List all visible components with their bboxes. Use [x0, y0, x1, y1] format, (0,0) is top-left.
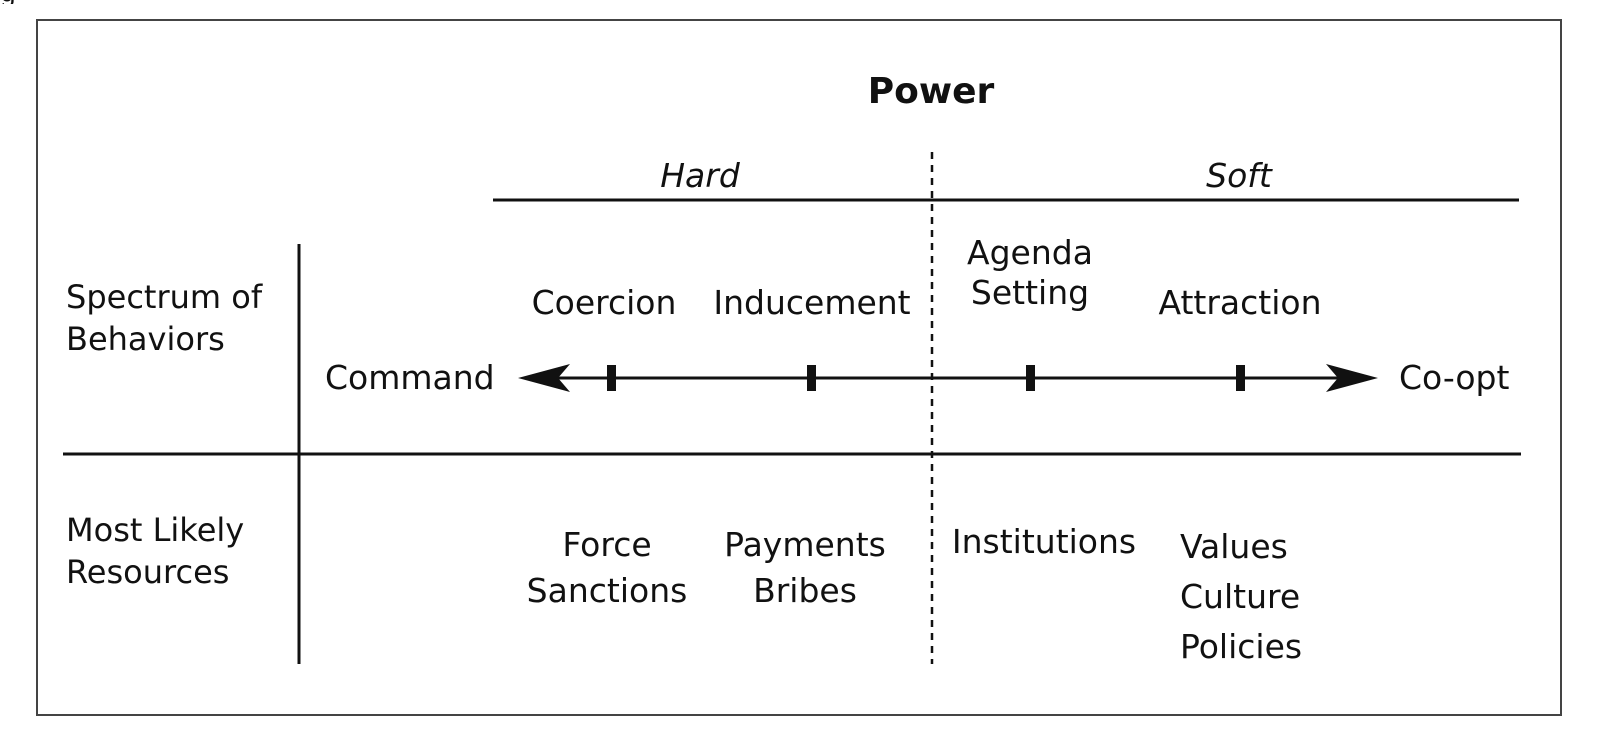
sanctions-label: Sanctions	[526, 571, 688, 610]
resources-row-label-line1: Most Likely	[66, 511, 245, 549]
tick-coercion	[607, 365, 616, 391]
right-arrowhead	[1326, 364, 1378, 392]
values-culture-policies-label: Values Culture Policies	[1180, 522, 1302, 672]
attraction-label: Attraction	[1158, 283, 1322, 322]
policies-label: Policies	[1180, 627, 1303, 666]
diagram-title: Power	[867, 71, 995, 112]
hard-label: Hard	[660, 156, 740, 195]
command-label: Command	[325, 358, 495, 397]
values-label: Values	[1180, 527, 1288, 566]
behaviors-row-label-line2: Behaviors	[66, 320, 225, 358]
cropped-corner-text: g	[0, 0, 30, 4]
behaviors-row-label: Spectrum of Behaviors	[66, 276, 262, 360]
behaviors-row-label-line1: Spectrum of	[66, 278, 263, 316]
soft-label: Soft	[1206, 156, 1272, 195]
payments-label: Payments	[724, 525, 886, 564]
corner-text: g	[0, 0, 17, 4]
payments-bribes-label: Payments Bribes	[724, 522, 886, 614]
agenda-setting-line1: Agenda	[967, 233, 1093, 272]
institutions-label: Institutions	[951, 522, 1137, 561]
resources-row-label: Most Likely Resources	[66, 509, 244, 593]
culture-label: Culture	[1180, 577, 1301, 616]
left-arrowhead	[518, 364, 570, 392]
tick-agenda-setting	[1026, 365, 1035, 391]
diagram-frame	[36, 19, 1562, 716]
agenda-setting-line2: Setting	[970, 273, 1090, 312]
co-opt-label: Co-opt	[1399, 358, 1510, 397]
agenda-setting-label: Agenda Setting	[967, 233, 1093, 313]
force-label: Force	[562, 525, 652, 564]
resources-row-label-line2: Resources	[66, 553, 230, 591]
bribes-label: Bribes	[753, 571, 857, 610]
coercion-label: Coercion	[531, 283, 677, 322]
tick-inducement	[807, 365, 816, 391]
tick-attraction	[1236, 365, 1245, 391]
inducement-label: Inducement	[713, 283, 911, 322]
force-sanctions-label: Force Sanctions	[527, 522, 688, 614]
